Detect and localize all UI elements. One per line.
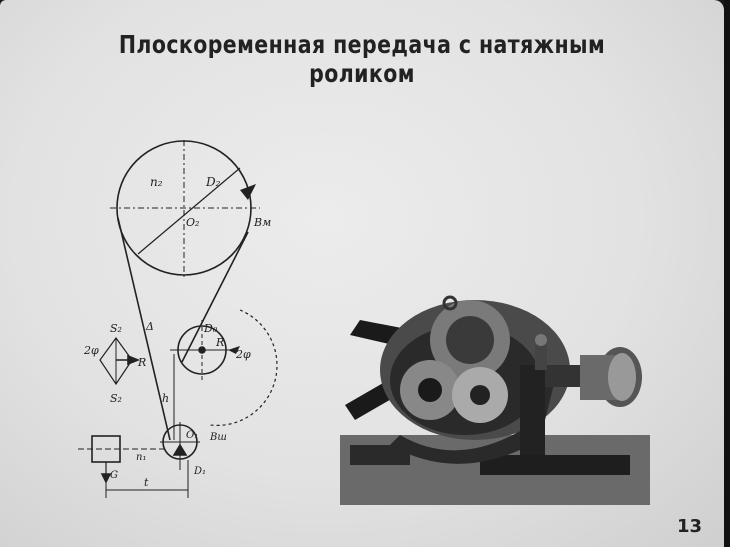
label-h: h — [162, 392, 169, 405]
label-2phi-left: 2φ — [83, 344, 99, 357]
label-o2: O₂ — [186, 216, 199, 229]
label-o1: O₁ — [186, 430, 198, 441]
belt-drive-schematic: n₂ D₂ O₂ Вм S₂ S₂ 2φ R Δ D₀ R 2φ h O₁ Вш… — [78, 140, 278, 498]
label-s2-bottom: S₂ — [110, 392, 122, 405]
machine-illustration — [340, 295, 650, 505]
frame-edge — [724, 0, 730, 547]
label-n1: n₁ — [136, 452, 146, 463]
label-g: G — [110, 470, 118, 481]
label-r-left: R — [137, 356, 146, 369]
belt-right-strand — [181, 231, 249, 363]
label-d2: D₂ — [205, 175, 221, 189]
label-r-right: R — [215, 336, 224, 349]
slide-title: Плоскоременная передача с натяжным ролик… — [118, 30, 606, 88]
label-t: t — [144, 476, 149, 489]
label-bm: Вм — [253, 216, 271, 229]
belt-left-strand — [117, 217, 171, 441]
label-d0: D₀ — [203, 322, 218, 335]
label-bsh: Вш — [209, 432, 227, 443]
label-d1: D₁ — [193, 466, 206, 477]
label-delta: Δ — [145, 320, 154, 333]
page-number: 13 — [676, 516, 702, 537]
label-n2: n₂ — [150, 175, 163, 189]
label-2phi-right: 2φ — [235, 348, 251, 361]
label-s2-top: S₂ — [110, 322, 122, 335]
